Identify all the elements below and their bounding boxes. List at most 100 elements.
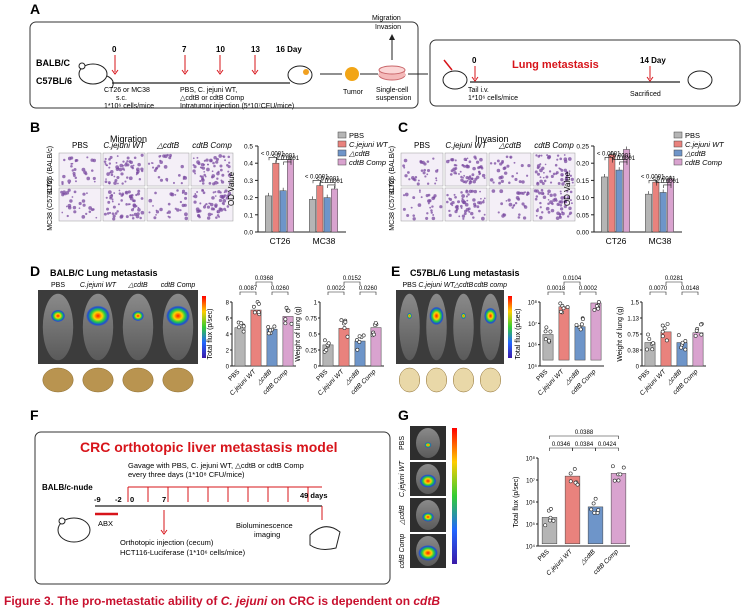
cell-dot <box>226 205 230 208</box>
cell-dot <box>103 160 107 163</box>
cell-dot <box>542 195 547 200</box>
figure-caption: Figure 3. The pro-metastatic ability of … <box>4 594 440 608</box>
cell-dot <box>539 176 542 179</box>
data-point <box>575 482 580 487</box>
cell-dot <box>565 177 568 181</box>
cell-dot <box>216 182 219 184</box>
cell-dot <box>522 216 527 220</box>
cell-dot <box>118 192 122 195</box>
cell-dot <box>557 182 561 185</box>
y-tick-label: 0.75 <box>627 333 639 339</box>
bar <box>652 181 660 233</box>
data-point <box>559 309 563 314</box>
cell-dot <box>127 203 130 206</box>
cell-dot <box>571 181 574 184</box>
bar <box>659 192 667 233</box>
data-point <box>646 332 650 337</box>
cell-dot <box>477 166 481 170</box>
cell-dot <box>213 156 217 160</box>
cell-dot <box>108 211 112 214</box>
cell-dot <box>130 208 134 212</box>
cell-dot <box>502 166 506 171</box>
cell-dot <box>412 217 416 221</box>
y-axis-label: Total flux (p/sec) <box>207 309 214 360</box>
cell-dot <box>180 164 184 169</box>
data-point <box>574 323 579 327</box>
cell-dot <box>103 212 107 216</box>
cell-dot <box>520 164 524 168</box>
significance-bracket <box>604 156 613 161</box>
data-point <box>251 304 256 309</box>
cell-dot <box>535 189 539 193</box>
cell-dot <box>108 158 111 161</box>
cell-dot <box>558 167 561 170</box>
p-value-label: 0.0260 <box>359 286 378 292</box>
cell-dot <box>195 207 200 212</box>
cell-dot <box>82 203 86 207</box>
cell-dot <box>136 212 140 216</box>
cell-dot <box>199 180 202 183</box>
cell-dot <box>466 164 469 167</box>
caption-gene: cdtB <box>413 594 441 608</box>
significance-bracket <box>312 180 321 184</box>
data-point <box>664 338 669 343</box>
cell-dot <box>468 160 472 164</box>
cell-dot <box>475 160 480 164</box>
cell-dot <box>427 202 430 205</box>
cell-dot <box>545 206 550 211</box>
cell-dot <box>224 159 226 162</box>
y-tick-label: 10⁸ <box>528 300 538 307</box>
data-point <box>660 329 665 334</box>
significance-bracket <box>619 161 628 165</box>
day-13: 13 <box>251 45 260 54</box>
cell-dot <box>82 192 86 196</box>
bar <box>608 154 616 233</box>
cell-dot <box>419 159 423 163</box>
cell-dot <box>402 164 406 168</box>
cell-dot <box>541 211 544 214</box>
cell-dot <box>113 192 116 194</box>
x-category-label: CT26 <box>270 236 291 246</box>
data-point <box>578 327 583 332</box>
legend-swatch <box>673 131 683 139</box>
micro-col-label: C.jejuni WT <box>445 141 487 150</box>
cell-dot <box>116 175 120 180</box>
cell-dot <box>451 158 455 162</box>
bar <box>265 195 272 233</box>
bar <box>610 473 627 545</box>
cell-dot <box>402 194 406 197</box>
cell-dot <box>470 177 474 181</box>
cell-dot <box>78 207 81 210</box>
cell-dot <box>427 199 431 203</box>
luminescence-signal <box>407 312 412 320</box>
gavage-line1: Gavage with PBS, C. jejuni WT, △cdtB or … <box>128 461 304 470</box>
data-point <box>596 306 601 311</box>
cell-dot <box>535 154 538 157</box>
cell-dot <box>568 170 571 173</box>
cell-dot <box>203 163 206 166</box>
y-tick-label: 0.38 <box>627 349 639 355</box>
cell-dot <box>63 158 66 162</box>
cell-dot <box>462 200 467 205</box>
mouse-label: PBS <box>51 282 65 289</box>
data-point <box>616 478 621 483</box>
cell-dot <box>417 203 422 207</box>
cell-dot <box>163 154 168 159</box>
cell-dot <box>521 191 525 195</box>
data-point <box>660 323 665 328</box>
cell-dot <box>66 214 69 218</box>
significance-bracket <box>579 291 597 295</box>
cell-dot <box>136 169 140 174</box>
cell-dot <box>570 202 573 205</box>
caption-middle: on CRC is dependent on <box>267 594 414 608</box>
y-tick-label: 0.05 <box>576 212 589 219</box>
suspension-line2: suspension <box>376 95 412 102</box>
data-point <box>266 325 271 329</box>
cell-dot <box>462 176 465 179</box>
data-point <box>694 328 699 333</box>
y-tick-label: 0.1 <box>244 212 253 219</box>
legend-swatch <box>337 140 347 148</box>
cell-dot <box>505 155 509 159</box>
gavage-line2: every three days (1*10⁸ CFU/mice) <box>128 470 245 479</box>
